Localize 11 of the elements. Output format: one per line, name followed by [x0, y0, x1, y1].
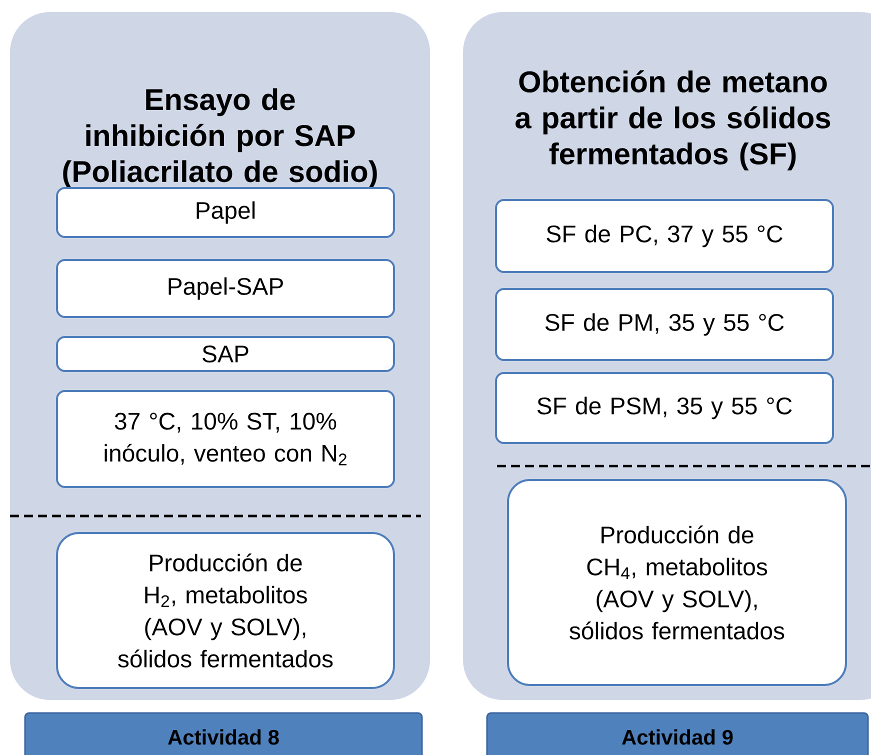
text-box: Papel-SAP	[56, 259, 395, 318]
text-box: SF de PC, 37 y 55 °C	[495, 199, 834, 273]
text-box: SF de PM, 35 y 55 °C	[495, 288, 834, 361]
activity-bar: Actividad 9	[486, 712, 869, 755]
activity-bar: Actividad 8	[24, 712, 423, 755]
text-box: Producción de H$_{2}$, metabolitos (AOV y SOLV), sólidos fermentados	[56, 532, 395, 689]
text-box: SF de PSM, 35 y 55 °C	[495, 372, 834, 444]
text-box: Papel	[56, 187, 395, 238]
text-box: SAP	[56, 336, 395, 372]
text-box: Producción de CH$_{4}$, metabolitos (AOV y SOLV), sólidos fermentados	[507, 479, 847, 686]
text-box: 37 °C, 10% ST, 10% inóculo, venteo con N$_{2}$	[56, 390, 395, 488]
